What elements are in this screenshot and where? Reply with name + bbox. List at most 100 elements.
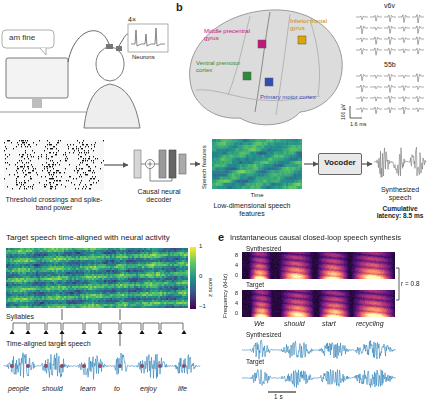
text-label: 4× [128, 16, 136, 24]
spike-waveform [384, 37, 396, 45]
text-label: 55b [384, 61, 396, 69]
spike-waveform [398, 15, 410, 23]
decoder-layer [179, 154, 186, 174]
monitor-stand [32, 98, 42, 108]
gyrus-line [310, 20, 320, 95]
decoder-layer [134, 150, 141, 178]
spike-waveform [384, 15, 396, 22]
decoder-wire [150, 169, 172, 182]
spike-waveform [370, 107, 382, 114]
spike-waveform [356, 38, 368, 42]
flow-arrow [104, 164, 128, 165]
flow-arrow [362, 163, 372, 164]
cable [68, 31, 109, 62]
spike-raster [4, 140, 104, 190]
text-label: should [42, 385, 63, 393]
spike-waveform [370, 97, 382, 101]
alignment-arrow [62, 309, 63, 320]
spike-waveform [412, 96, 424, 102]
text-label: 1.6 ms [350, 121, 367, 127]
gyrus-line [196, 90, 320, 101]
text-label: 1 s [274, 393, 283, 400]
syllable-bracket [29, 323, 45, 330]
node-text: Low-dimensional speech features [200, 202, 304, 217]
spike-waveform [412, 48, 424, 54]
target-waveform [242, 369, 396, 387]
synthesized-waveform [242, 340, 396, 359]
axis-label: Frequency (kHz) [222, 274, 229, 318]
syllable-bracket [121, 323, 141, 330]
waveform-trace [374, 147, 426, 177]
syllable-marker [98, 330, 103, 334]
speech-bubble [2, 30, 54, 48]
text-label: 0 [235, 272, 238, 278]
synthesized-waveform [372, 140, 428, 182]
spike-waveform [412, 26, 424, 34]
text-label: −1 [199, 303, 206, 310]
synthesized-spectrogram [242, 252, 395, 279]
person-head [96, 47, 124, 81]
node-text: Cumulative latency: 8.5 ms [372, 205, 428, 219]
text-label: Target [246, 358, 264, 365]
scale-bar [350, 106, 351, 118]
sum-sign [150, 162, 151, 167]
text-label: 0 [199, 273, 202, 280]
desk [0, 111, 86, 112]
flow-arrow [190, 163, 200, 164]
monitor [6, 58, 68, 98]
text-label: Synthesized [246, 331, 281, 338]
flow-arrow [304, 163, 318, 164]
syllable-bracket [47, 323, 61, 330]
target-waveform [4, 353, 200, 380]
neural-activity-heatmap [6, 248, 188, 308]
scale-bar [350, 118, 362, 119]
neuron-inset [128, 24, 168, 52]
decoder-wire [155, 164, 160, 165]
pipeline-stage: Synthesized speechCumulative latency: 8.… [372, 140, 428, 226]
spike-waveform [398, 86, 410, 91]
text-label: learn [80, 385, 96, 393]
text-label: Inferior frontal gyrus [290, 18, 338, 31]
time-scale-bar [268, 391, 296, 392]
gyrus-line [228, 16, 250, 95]
spike-waveform [384, 74, 396, 81]
text-label: Instantaneous causal closed-loop speech … [230, 234, 426, 242]
syllable-bracket [161, 323, 183, 330]
pipeline-stage: Causal neural decoder [128, 144, 190, 220]
sum-node [146, 160, 155, 169]
node-text: Speech features [201, 145, 208, 189]
spike-waveform [370, 86, 382, 89]
spike-waveform [356, 97, 368, 102]
syllable-marker [118, 330, 123, 334]
colorbar [190, 247, 196, 309]
text-label: recycling [356, 320, 384, 328]
brain [190, 10, 343, 125]
spike-waveform [398, 97, 410, 102]
text-label: 8 [235, 290, 238, 296]
array-marker [243, 72, 251, 80]
spike-waveform [398, 27, 410, 32]
syllable-marker [82, 330, 87, 334]
text-label: 0 [235, 310, 238, 316]
panel-letter: b [176, 1, 183, 13]
spike-waveform-grid [356, 15, 424, 114]
alignment-arrow [120, 334, 121, 346]
spike-waveform [384, 26, 396, 34]
node-text: Causal neural decoder [128, 188, 190, 203]
text-label: am fine [9, 34, 35, 43]
spike-waveform [384, 48, 396, 54]
target-spectrogram [242, 290, 395, 317]
node-text: Synthesized speech [372, 186, 428, 201]
syllable-marker [26, 330, 31, 334]
array-marker [265, 78, 273, 86]
spike-waveform [356, 48, 368, 54]
text-label: r = 0.8 [401, 280, 420, 287]
process-box: Vocoder [318, 153, 362, 175]
text-label: people [8, 385, 29, 393]
syllable-bracket [85, 323, 99, 330]
syllable-marker [44, 330, 49, 334]
text-label: to [114, 385, 120, 393]
pipeline-stage: Speech featuresTimeLow-dimensional speec… [200, 139, 304, 227]
syllable-marker [158, 330, 163, 334]
syllable-marker [140, 330, 145, 334]
